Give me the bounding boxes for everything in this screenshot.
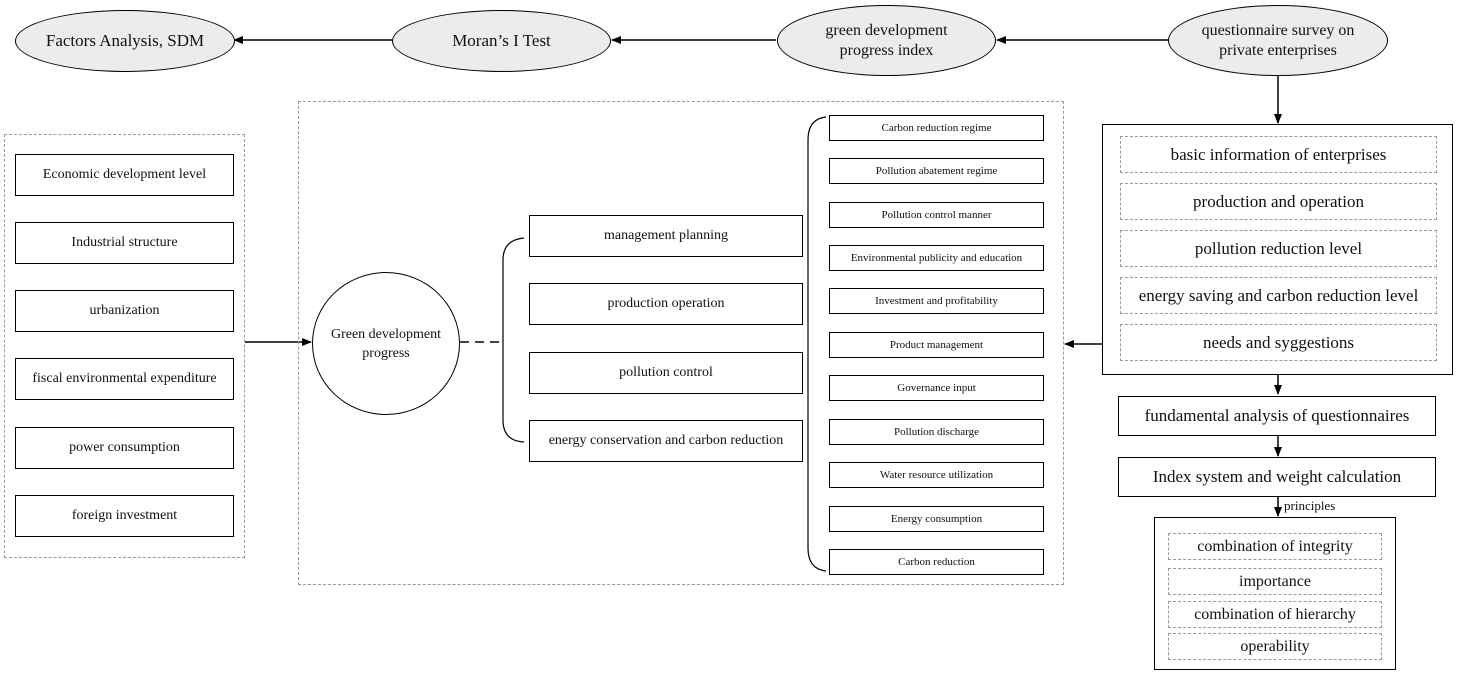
factor-fiscal-environmental-expenditure: fiscal environmental expenditure (15, 358, 234, 400)
factor-foreign-investment: foreign investment (15, 495, 234, 537)
indicator-brace (807, 116, 827, 572)
indicator-carbon-reduction: Carbon reduction (829, 549, 1044, 575)
principle-integrity: combination of integrity (1168, 533, 1382, 560)
indicator-energy-consumption: Energy consumption (829, 506, 1044, 532)
indicator-pollution-control-manner: Pollution control manner (829, 202, 1044, 228)
dimension-brace (502, 237, 525, 443)
section-production-operation: production and operation (1120, 183, 1437, 220)
section-energy-carbon: energy saving and carbon reduction level (1120, 277, 1437, 314)
factor-industrial-structure: Industrial structure (15, 222, 234, 264)
principles-label: principles (1284, 498, 1336, 513)
factors-group (4, 134, 245, 558)
dimension-energy-carbon: energy conservation and carbon reduction (529, 420, 803, 462)
dimension-management-planning: management planning (529, 215, 803, 257)
indicator-environmental-publicity: Environmental publicity and education (829, 245, 1044, 271)
green-development-progress-node: Green development progress (312, 272, 460, 415)
indicator-product-management: Product management (829, 332, 1044, 358)
morans-test-node: Moran’s I Test (392, 10, 611, 72)
principle-operability: operability (1168, 633, 1382, 660)
section-basic-information: basic information of enterprises (1120, 136, 1437, 173)
fundamental-analysis-box: fundamental analysis of questionnaires (1118, 396, 1436, 436)
dimension-pollution-control: pollution control (529, 352, 803, 394)
factors-sdm-node: Factors Analysis, SDM (15, 10, 235, 72)
principle-hierarchy: combination of hierarchy (1168, 601, 1382, 628)
indicator-pollution-discharge: Pollution discharge (829, 419, 1044, 445)
indicator-pollution-abatement-regime: Pollution abatement regime (829, 158, 1044, 184)
factor-power-consumption: power consumption (15, 427, 234, 469)
indicator-governance-input: Governance input (829, 375, 1044, 401)
factor-urbanization: urbanization (15, 290, 234, 332)
survey-node: questionnaire survey on private enterpri… (1168, 5, 1388, 76)
dimension-production-operation: production operation (529, 283, 803, 325)
index-weight-box: Index system and weight calculation (1118, 457, 1436, 497)
gdpi-node: green development progress index (777, 5, 996, 76)
indicator-carbon-reduction-regime: Carbon reduction regime (829, 115, 1044, 141)
principle-importance: importance (1168, 568, 1382, 595)
section-pollution-reduction: pollution reduction level (1120, 230, 1437, 267)
factor-economic-development: Economic development level (15, 154, 234, 196)
section-needs-suggestions: needs and syggestions (1120, 324, 1437, 361)
green-development-group (298, 101, 1064, 585)
indicator-water-resource-utilization: Water resource utilization (829, 462, 1044, 488)
indicator-investment-profitability: Investment and profitability (829, 288, 1044, 314)
